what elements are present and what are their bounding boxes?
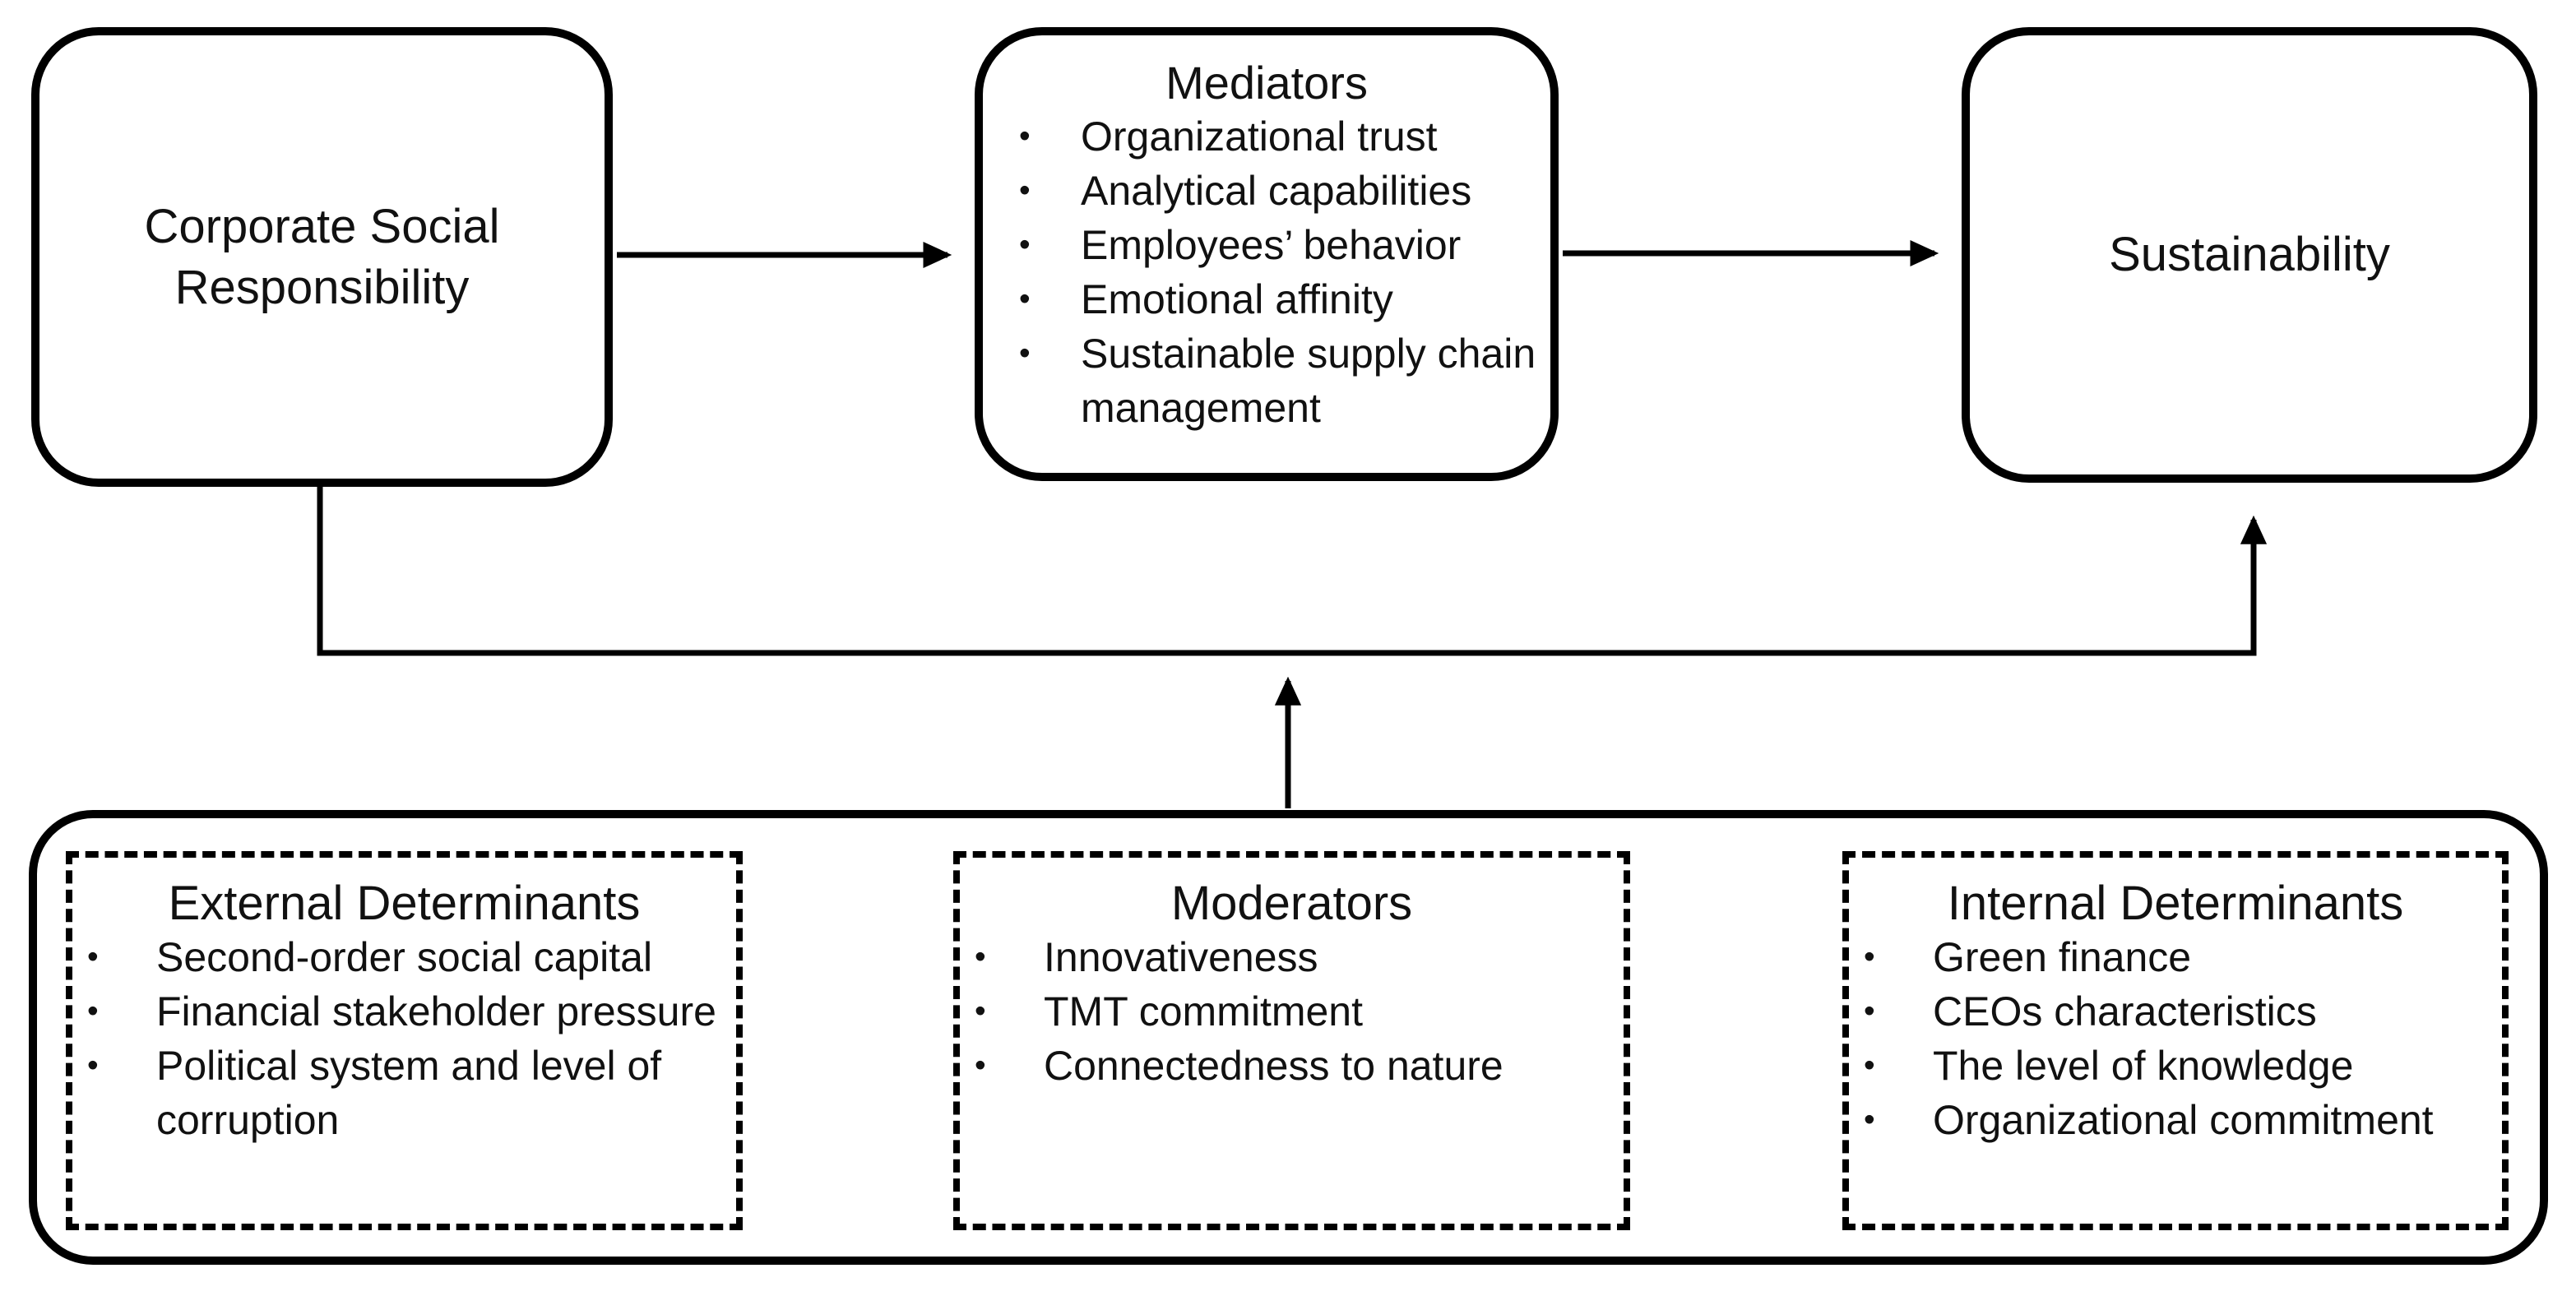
connector-csr-to-sustainability (317, 487, 2268, 656)
external-determinants-title: External Determinants (168, 877, 641, 930)
mediators-box: Mediators Organizational trustAnalytical… (975, 27, 1559, 481)
bullet-item: Employees’ behavior (983, 218, 1550, 272)
moderators-title: Moderators (1170, 877, 1413, 930)
bullet-item: Second-order social capital (72, 930, 736, 984)
bullet-item: Organizational trust (983, 109, 1550, 164)
bullet-item: Connectedness to nature (960, 1039, 1624, 1093)
bullet-item: TMT commitment (960, 984, 1624, 1039)
internal-determinants-box: Internal Determinants Green financeCEOs … (1842, 851, 2509, 1230)
bullet-item: Financial stakeholder pressure (72, 984, 736, 1039)
bullet-item: Emotional affinity (983, 272, 1550, 326)
external-determinants-box: External Determinants Second-order socia… (66, 851, 743, 1230)
mediators-box-title: Mediators (1165, 57, 1368, 109)
moderators-bullet-list: InnovativenessTMT commitmentConnectednes… (960, 930, 1624, 1093)
bullet-item: Sustainable supply chain management (983, 326, 1550, 435)
bullet-item: Green finance (1849, 930, 2502, 984)
sustainability-box: Sustainability (1962, 27, 2537, 483)
bullet-item: Innovativeness (960, 930, 1624, 984)
sustainability-box-title: Sustainability (2109, 228, 2390, 281)
internal-determinants-title: Internal Determinants (1947, 877, 2404, 930)
bullet-item: Organizational commitment (1849, 1093, 2502, 1147)
internal-determinants-bullet-list: Green financeCEOs characteristicsThe lev… (1849, 930, 2502, 1147)
csr-box-title: Corporate Social Responsibility (144, 199, 500, 314)
csr-box: Corporate Social Responsibility (31, 27, 613, 487)
bullet-item: Analytical capabilities (983, 164, 1550, 218)
external-determinants-bullet-list: Second-order social capitalFinancial sta… (72, 930, 736, 1147)
mediators-bullet-list: Organizational trustAnalytical capabilit… (983, 109, 1550, 435)
bullet-item: CEOs characteristics (1849, 984, 2502, 1039)
bullet-item: The level of knowledge (1849, 1039, 2502, 1093)
bullet-item: Political system and level of corruption (72, 1039, 736, 1147)
moderators-box: Moderators InnovativenessTMT commitmentC… (953, 851, 1630, 1230)
